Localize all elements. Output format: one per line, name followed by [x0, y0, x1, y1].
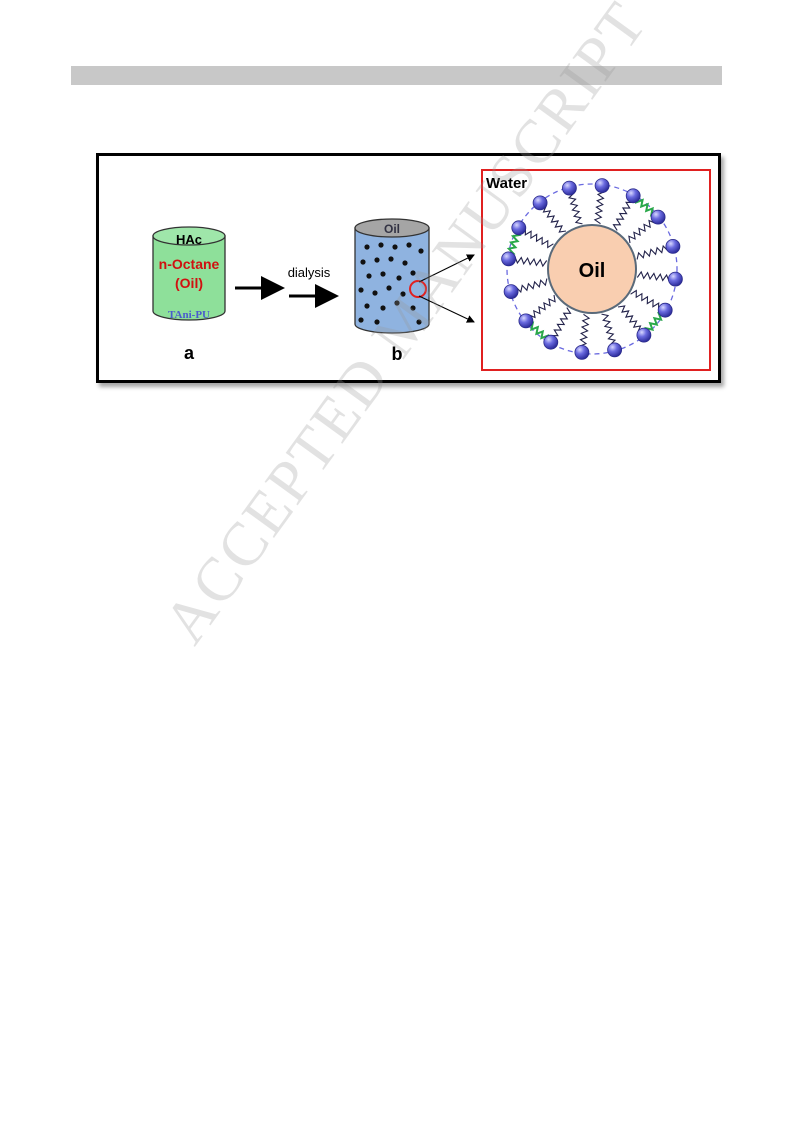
- surfactant-tail: [630, 289, 660, 310]
- dialysis-arrows: dialysis: [235, 265, 339, 308]
- hydrophilic-head: [607, 342, 622, 358]
- oil-core-label: Oil: [579, 260, 606, 282]
- hydrophilic-head: [511, 220, 527, 236]
- hydrophilic-head: [665, 239, 681, 254]
- micelle-dot: [364, 303, 370, 309]
- micelle-dot: [378, 242, 384, 248]
- micelle-dots: [358, 242, 424, 325]
- hydrophilic-head: [594, 178, 610, 194]
- surfactant-tail: [514, 256, 548, 268]
- zoom-highlight-circle: [409, 280, 427, 298]
- hydrophilic-head: [625, 188, 641, 204]
- micelle-dot: [358, 317, 364, 323]
- hydrophilic-head: [501, 251, 517, 267]
- surfactant-tail: [567, 192, 583, 225]
- surfactant-tail: [542, 205, 567, 233]
- micelle-dot: [402, 260, 408, 266]
- micelle-dot: [374, 319, 380, 325]
- micelle-dot: [418, 248, 424, 254]
- micelle-dot: [396, 275, 402, 281]
- vessel-b-caption: b: [392, 344, 403, 364]
- micelle-dot: [374, 257, 380, 263]
- micelle-dot: [366, 273, 372, 279]
- dialysis-label: dialysis: [288, 265, 331, 280]
- micelle-dot: [364, 244, 370, 250]
- micelle-dot: [380, 305, 386, 311]
- micelle-dot: [394, 300, 400, 306]
- micelle-boundary: [506, 183, 678, 355]
- hydrophilic-head: [574, 344, 590, 360]
- surfactant-tail: [612, 201, 633, 231]
- surfactant-tail: [593, 191, 605, 225]
- surfactant-tail: [601, 313, 617, 346]
- hydrophilic-head: [650, 209, 666, 225]
- header-bar: [71, 66, 722, 85]
- surfactant-tail: [636, 270, 670, 282]
- hydrophilic-head: [532, 195, 548, 211]
- hydrophilic-head: [518, 313, 534, 329]
- vessel-b-top-label: Oil: [384, 222, 400, 236]
- micelle-dot: [410, 270, 416, 276]
- surfactant-tail: [551, 307, 572, 337]
- vessel-a-caption: a: [184, 343, 195, 363]
- hydrophilic-head: [543, 334, 559, 350]
- zoom-line-top: [418, 254, 475, 283]
- micelle-dot: [392, 244, 398, 250]
- micelle-dot: [372, 290, 378, 296]
- surfactant-chains: [501, 178, 683, 360]
- micelle-dot: [386, 285, 392, 291]
- surfactant-tail: [515, 278, 548, 294]
- surfactant-tail: [528, 294, 556, 319]
- micelle-dot: [406, 242, 412, 248]
- hydrophilic-head: [657, 302, 673, 318]
- vessel-a-solvent-label: n-Octane: [159, 256, 220, 272]
- vessel-a: HAc n-Octane (Oil) TAni-PU: [152, 226, 226, 321]
- micelle-dot: [410, 305, 416, 311]
- vessel-a-polymer-label: TAni-PU: [168, 309, 210, 321]
- zoom-line-bottom: [418, 295, 475, 323]
- oil-core: [547, 224, 637, 314]
- vessel-a-top-label: HAc: [176, 232, 202, 247]
- figure-panel: HAc n-Octane (Oil) TAni-PU a dialysis Oi…: [96, 153, 721, 383]
- hydrophilic-head: [503, 284, 519, 300]
- surfactant-tail: [636, 244, 669, 260]
- surfactant-tail: [524, 228, 554, 249]
- micelle-dot: [380, 271, 386, 277]
- figure-diagram: HAc n-Octane (Oil) TAni-PU a dialysis Oi…: [152, 169, 711, 371]
- vessel-b: Oil: [354, 218, 430, 334]
- surfactant-tail: [617, 305, 642, 333]
- surfactant-tail: [579, 313, 591, 347]
- hydrophilic-head: [636, 327, 652, 343]
- micelle-dot: [358, 287, 364, 293]
- hydrophilic-head: [561, 180, 577, 196]
- water-label: Water: [486, 175, 527, 192]
- micelle-dot: [388, 256, 394, 262]
- hydrophilic-head: [668, 271, 683, 287]
- micelle-dot: [360, 259, 366, 265]
- micelle-dot: [416, 319, 422, 325]
- surfactant-tail: [628, 219, 656, 244]
- vessel-a-oil-label: (Oil): [175, 275, 203, 291]
- micelle-dot: [400, 291, 406, 297]
